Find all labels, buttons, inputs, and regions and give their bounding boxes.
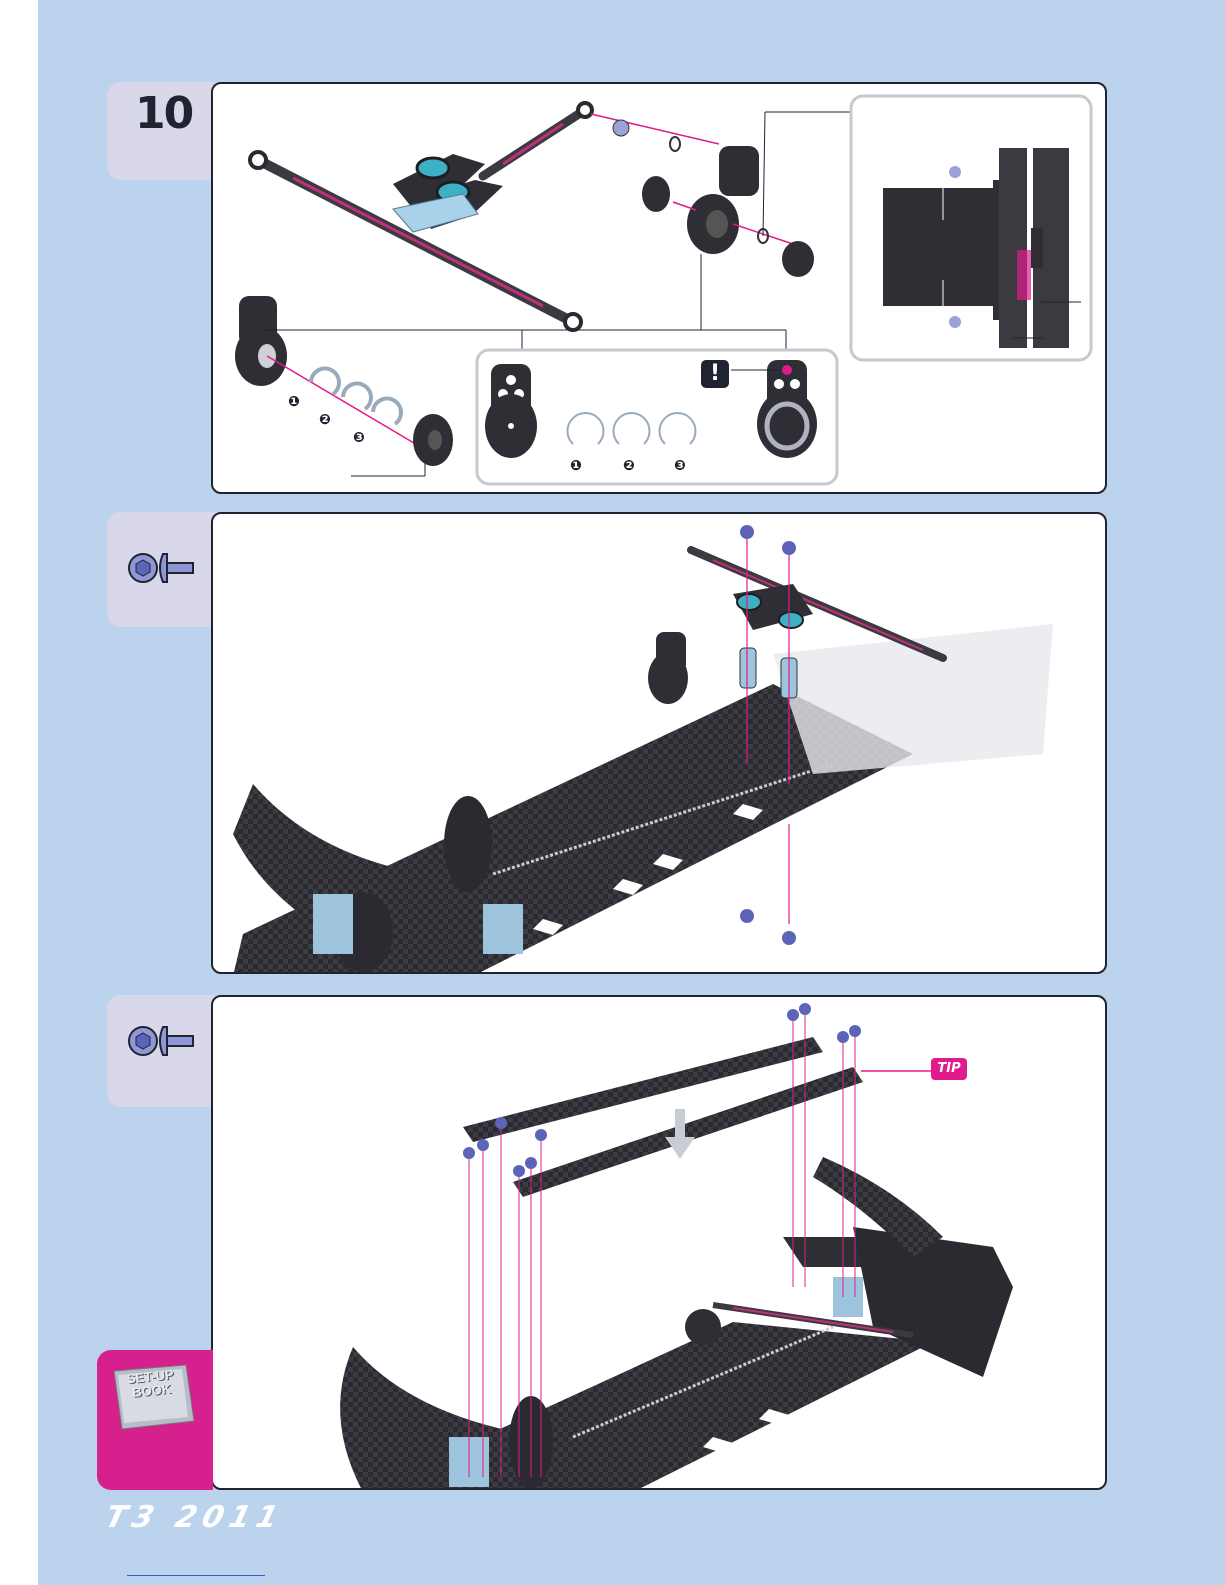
tip-icon: TIP [931, 1058, 967, 1080]
step-tab-12 [107, 995, 217, 1107]
ring-label-1: ❶ [288, 394, 300, 410]
footer-logo: T3 2011 [102, 1500, 288, 1535]
panel-top-deck [211, 995, 1107, 1490]
hex-nut-icon [129, 1027, 157, 1055]
step-tab-11 [107, 512, 217, 627]
button-head-screw-icon [160, 1027, 193, 1055]
panel-chassis-steering-mount [211, 512, 1107, 974]
panel-steering-assembly: ❶ ❷ ❸ ❶ ❷ ❸ [211, 82, 1107, 494]
chassis-illustration-1 [213, 514, 1107, 974]
footer-line [127, 1575, 265, 1576]
ring-label-1-detail: ❶ [570, 458, 582, 474]
hex-nut-icon [129, 554, 157, 582]
step-number: 10 [135, 92, 192, 136]
ring-label-3-detail: ❸ [674, 458, 686, 474]
button-head-screw-icon [160, 554, 193, 582]
steering-illustration [213, 84, 1107, 494]
ring-label-2: ❷ [319, 412, 331, 428]
chassis-illustration-2 [213, 997, 1107, 1490]
ring-label-3: ❸ [353, 430, 365, 446]
ring-label-2-detail: ❷ [623, 458, 635, 474]
warning-icon: ! [701, 360, 729, 388]
